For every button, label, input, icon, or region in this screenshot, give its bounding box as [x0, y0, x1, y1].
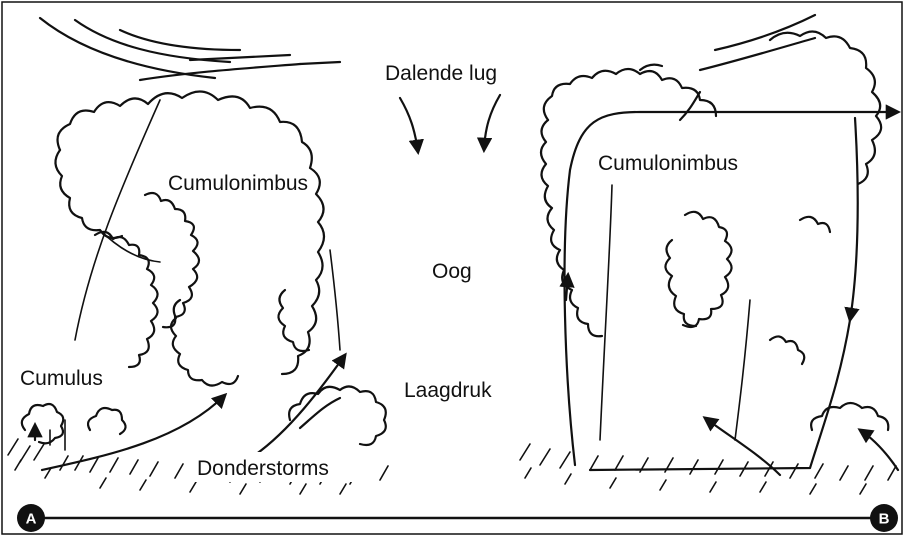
- descending-air-arrows: [400, 95, 500, 152]
- label-eye: Oog: [432, 260, 472, 283]
- cross-section-axis: A B: [17, 504, 898, 532]
- left-cloud-mass: [8, 18, 388, 494]
- label-cumulonimbus-left: Cumulonimbus: [168, 172, 308, 195]
- label-cumulonimbus-right: Cumulonimbus: [598, 152, 738, 175]
- label-thunderstorms: Donderstorms: [197, 457, 329, 480]
- label-descending-air: Dalende lug: [385, 62, 497, 85]
- right-cloud-mass: [520, 15, 898, 494]
- marker-b-label: B: [879, 511, 890, 528]
- label-low-pressure: Laagdruk: [404, 379, 492, 402]
- label-cumulus: Cumulus: [20, 367, 103, 390]
- marker-a-label: A: [26, 511, 37, 528]
